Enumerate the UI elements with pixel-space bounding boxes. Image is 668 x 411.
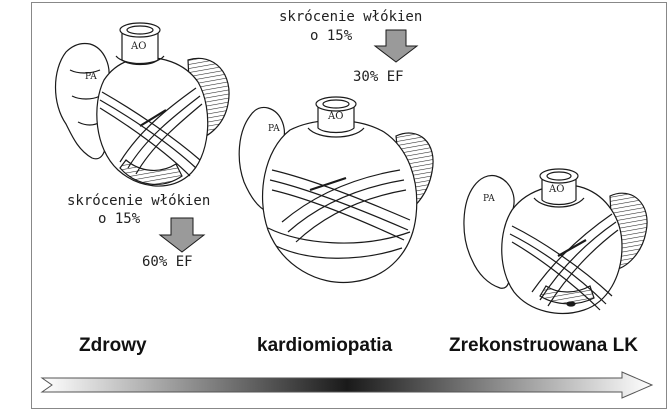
healthy-shortening-note: skrócenie włókien — [67, 193, 210, 209]
healthy-ao-label: AO — [131, 41, 146, 52]
caption-cardiomyopathy: kardiomiopatia — [257, 335, 392, 357]
cardio-ao-label: AO — [328, 111, 343, 122]
cardio-pa-label: PA — [268, 124, 280, 134]
caption-healthy: Zdrowy — [79, 335, 147, 357]
healthy-pa-label: PA — [85, 72, 97, 82]
cardio-ef-value: 30% EF — [353, 69, 404, 85]
cardio-shortening-note: skrócenie włókien — [279, 9, 422, 25]
cardio-down-arrow — [375, 30, 417, 62]
healthy-shortening-percent: o 15% — [98, 211, 140, 227]
cardio-shortening-percent: o 15% — [310, 28, 352, 44]
reconstructed-pa-label: PA — [483, 194, 495, 204]
healthy-down-arrow — [160, 218, 204, 252]
caption-reconstructed: Zrekonstruowana LK — [449, 335, 638, 357]
healthy-ef-value: 60% EF — [142, 254, 193, 270]
healthy-ventricle — [97, 58, 208, 186]
reconstructed-ao-label: AO — [549, 184, 564, 195]
timeline-arrow — [42, 372, 652, 398]
